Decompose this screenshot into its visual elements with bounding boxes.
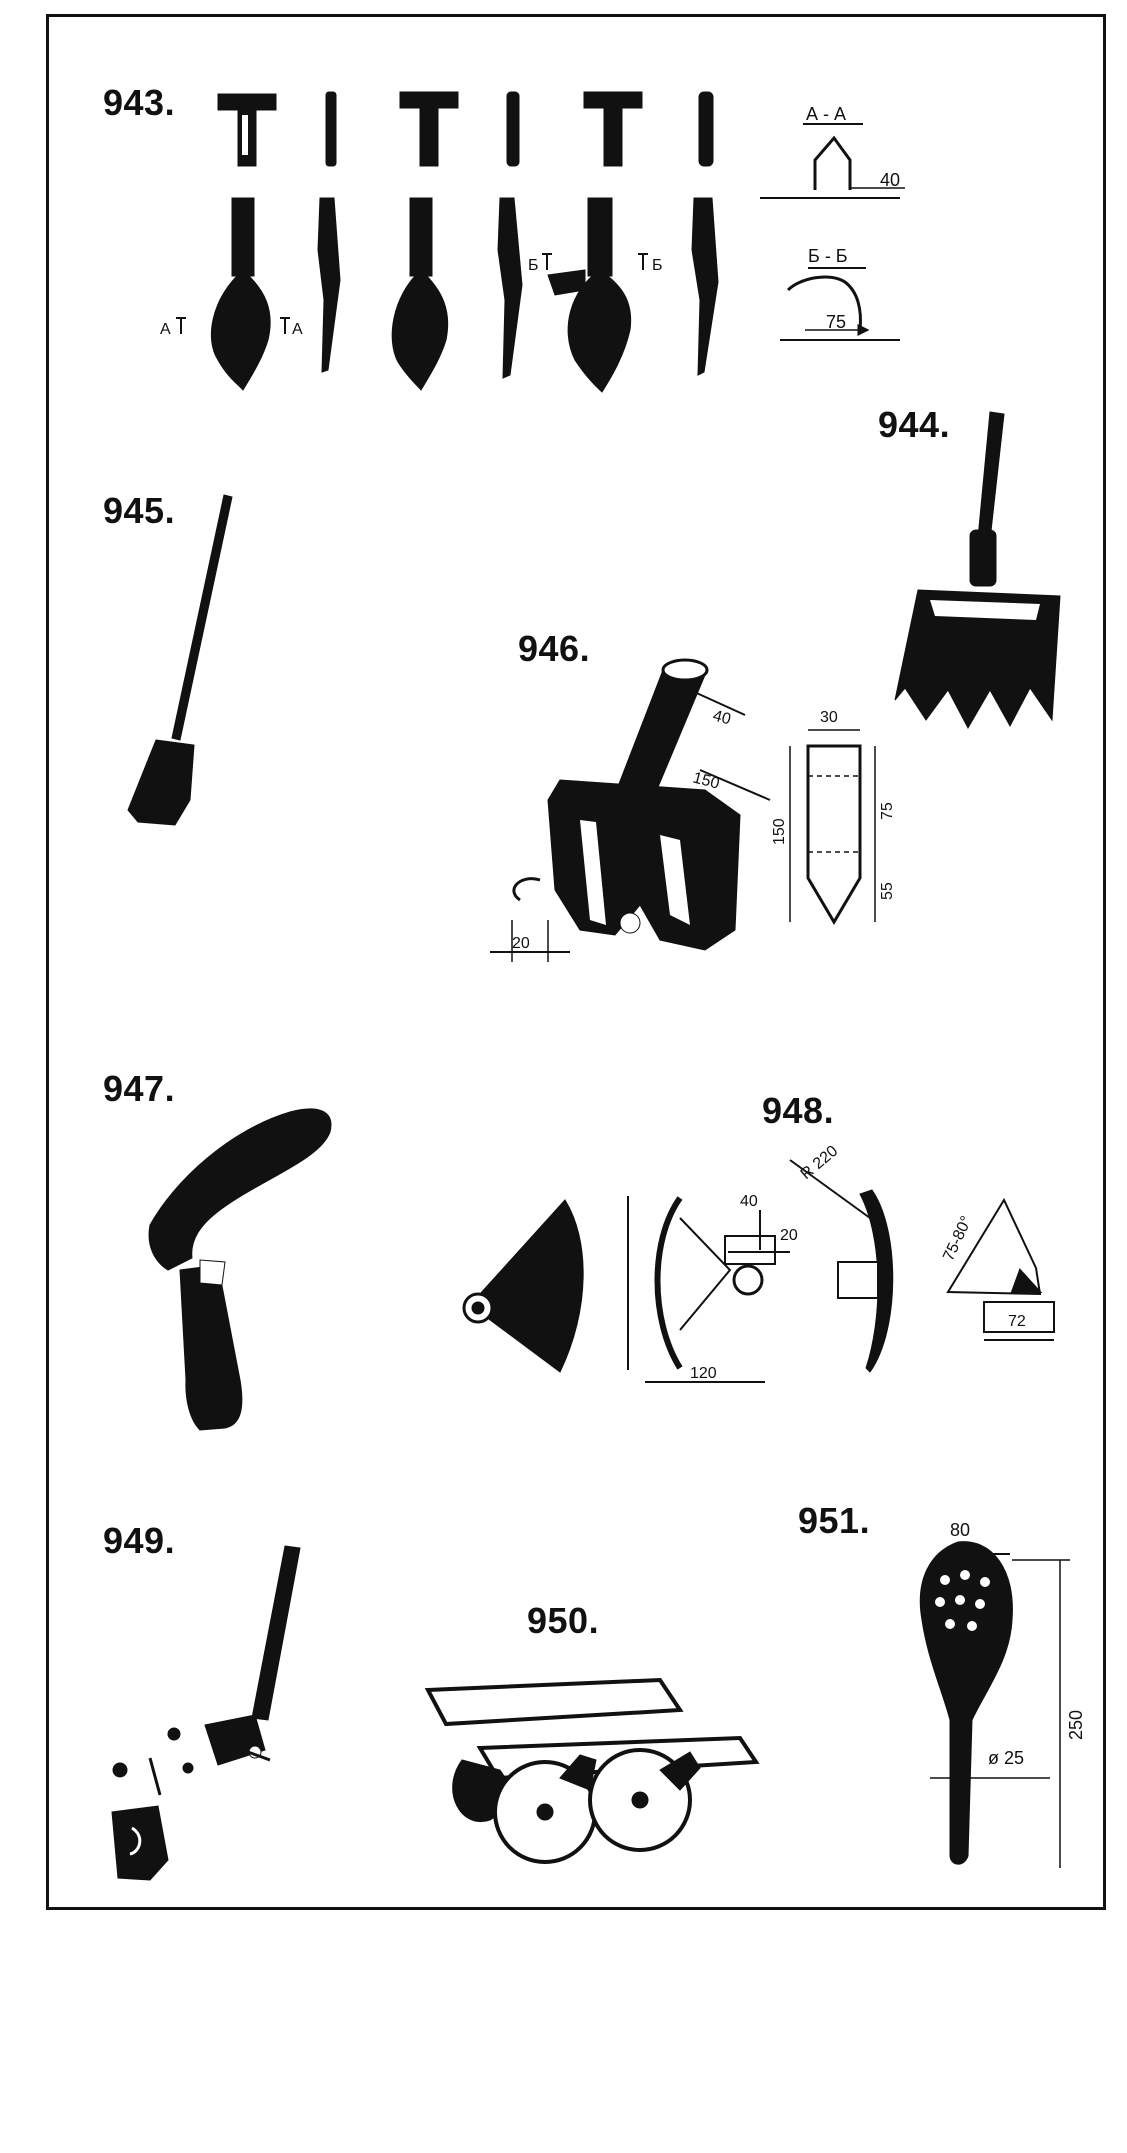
section-mark-b-right: Б (652, 257, 663, 274)
blade-5 (547, 197, 632, 393)
dim-946-handle: 40 (711, 707, 733, 728)
section-mark-b-left: Б (528, 257, 539, 274)
dim-948-40: 40 (740, 1193, 758, 1210)
dim-946-tooth-lower: 55 (879, 882, 896, 900)
figure-946-tooth-detail (789, 729, 876, 925)
dim-948-radius: R 220 (798, 1143, 842, 1184)
dim-946-tooth-width: 30 (820, 709, 838, 726)
section-mark-a-right: А (292, 321, 303, 338)
figure-944-toothed-hoe (894, 411, 1061, 730)
dim-948-72: 72 (1008, 1313, 1026, 1330)
dim-946-tooth-upper: 75 (879, 802, 896, 820)
tool-head-2 (325, 91, 337, 167)
dim-951-width: 80 (950, 1520, 970, 1540)
figure-948-front-view (627, 1196, 790, 1383)
figure-951-spoon (919, 1541, 1070, 1868)
figure-948-side-view (789, 1159, 894, 1373)
dim-946-spacing: 20 (512, 935, 530, 952)
section-marks-943 (176, 253, 648, 334)
section-mark-a-left: А (160, 321, 171, 338)
figure-number-950: 950. (527, 1600, 600, 1641)
tool-head-3 (399, 91, 459, 167)
figure-948-angle-view (946, 1197, 1055, 1341)
figure-948-disc-hiller (462, 1199, 584, 1373)
dim-946-tooth-height: 150 (771, 818, 788, 845)
figure-number-945: 945. (103, 490, 176, 531)
figure-number-951: 951. (798, 1500, 871, 1541)
dim-946-width: 150 (691, 769, 721, 792)
blade-1 (210, 197, 271, 391)
figure-949-crank-tool (111, 1545, 301, 1881)
figure-947-pick (148, 1108, 332, 1431)
dim-951-length: 250 (1066, 1710, 1086, 1740)
section-bb-dimension: 75 (826, 312, 846, 332)
figure-number-943: 943. (103, 82, 176, 123)
figure-number-949: 949. (103, 1520, 176, 1561)
dim-951-diameter: ø 25 (988, 1748, 1024, 1768)
section-aa-dimension: 40 (880, 170, 900, 190)
figure-number-947: 947. (103, 1068, 176, 1109)
figure-946-rake-block (490, 658, 771, 962)
tool-head-6 (698, 91, 714, 167)
section-aa-label: А - А (806, 104, 846, 124)
blade-6 (691, 197, 719, 376)
blade-3 (391, 197, 449, 391)
figure-943-tools (210, 91, 719, 393)
section-bb-drawing (780, 267, 900, 341)
section-bb-label: Б - Б (808, 246, 848, 266)
tool-head-5 (583, 91, 643, 167)
blade-2 (317, 197, 341, 373)
tool-head-4 (506, 91, 520, 167)
dim-948-120: 120 (690, 1365, 717, 1382)
figure-number-946: 946. (518, 628, 591, 669)
blade-4 (497, 197, 523, 379)
figure-945-scraper (127, 494, 233, 826)
figure-number-948: 948. (762, 1090, 835, 1131)
figure-950-roller-board (424, 1677, 760, 1864)
plate-frame (46, 14, 1106, 1910)
dim-948-20: 20 (780, 1227, 798, 1244)
figure-number-944: 944. (878, 404, 951, 445)
tool-head-1 (217, 93, 277, 167)
section-aa-drawing (760, 123, 905, 199)
